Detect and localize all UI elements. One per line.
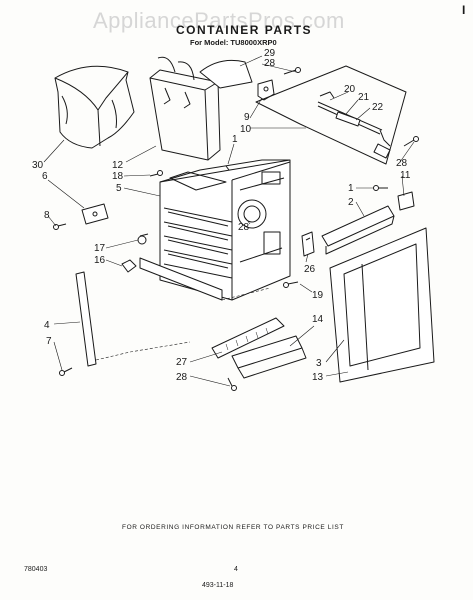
- assembly-line: [95, 341, 191, 361]
- part-drawer-slide: [211, 317, 285, 359]
- part-latch: [301, 231, 315, 257]
- part-container-body: [159, 159, 291, 301]
- callout-22: 22: [372, 102, 384, 113]
- callout-13: 13: [312, 372, 324, 383]
- callout-2: 2: [348, 197, 354, 208]
- callout-3: 3: [316, 358, 322, 369]
- callout-28-body: 28: [238, 222, 250, 233]
- callout-19: 19: [312, 290, 324, 301]
- part-screw-18: [149, 170, 163, 177]
- part-drawer-front: [231, 335, 307, 379]
- callout-28-lower: 28: [176, 372, 188, 383]
- callout-5: 5: [116, 183, 122, 194]
- part-base-rail: [139, 257, 271, 301]
- model-subtitle: For Model: TU8000XRP0: [190, 38, 277, 47]
- callout-labels: 29 28 20 21 22 9 10 30 12 1 18 5 6 8 28 …: [32, 48, 411, 383]
- part-bag-liner: [149, 56, 221, 161]
- callout-10: 10: [240, 124, 252, 135]
- callout-28-upper: 28: [264, 58, 276, 69]
- callout-14: 14: [312, 314, 324, 325]
- callout-16: 16: [94, 255, 106, 266]
- callout-17: 17: [94, 243, 106, 254]
- callout-4: 4: [44, 320, 50, 331]
- callout-7: 7: [46, 336, 52, 347]
- part-top-panel: [255, 65, 407, 165]
- part-screw-19: [283, 281, 299, 288]
- part-nut: [121, 259, 137, 273]
- part-screw-7: [59, 367, 73, 376]
- callout-29: 29: [264, 48, 276, 59]
- ordering-note: FOR ORDERING INFORMATION REFER TO PARTS …: [122, 524, 344, 531]
- callout-26: 26: [304, 264, 316, 275]
- part-screw-8: [53, 223, 67, 230]
- callout-27: 27: [176, 357, 188, 368]
- part-container-bag: [54, 65, 135, 149]
- part-side-rail: [75, 271, 97, 367]
- callout-8: 8: [44, 210, 50, 221]
- part-door-frame: [329, 227, 435, 383]
- watermark: AppliancePartsPros.com: [93, 8, 345, 33]
- part-bracket-11: [397, 191, 415, 211]
- diagram-title: CONTAINER PARTS: [176, 23, 312, 37]
- callout-11: 11: [400, 170, 411, 181]
- callout-28-right: 28: [396, 158, 408, 169]
- callout-21: 21: [358, 92, 370, 103]
- corner-mark: I: [462, 3, 467, 17]
- leader-lines: [43, 55, 415, 387]
- callout-18: 18: [112, 171, 124, 182]
- part-clip: [137, 233, 149, 245]
- part-screw-right: [403, 136, 419, 147]
- part-hinge-bracket: [257, 79, 275, 101]
- callout-6: 6: [42, 171, 48, 182]
- callout-1-right: 1: [348, 183, 354, 194]
- revision-code: 493-11-18: [202, 582, 234, 589]
- callout-1-top: 1: [232, 134, 238, 145]
- callout-9: 9: [244, 112, 250, 123]
- part-screw-upper: [283, 67, 301, 75]
- part-top-cover: [199, 59, 253, 89]
- part-linkage-rod: [317, 91, 391, 159]
- callout-12: 12: [112, 160, 124, 171]
- part-side-bracket: [81, 203, 109, 225]
- callout-20: 20: [344, 84, 356, 95]
- part-screw-lower: [227, 377, 237, 391]
- part-handle-bar: [321, 205, 395, 255]
- page-number: 4: [234, 566, 238, 573]
- part-screw-right-1: [373, 185, 388, 191]
- callout-30: 30: [32, 160, 44, 171]
- diagram-code: 780403: [24, 566, 47, 573]
